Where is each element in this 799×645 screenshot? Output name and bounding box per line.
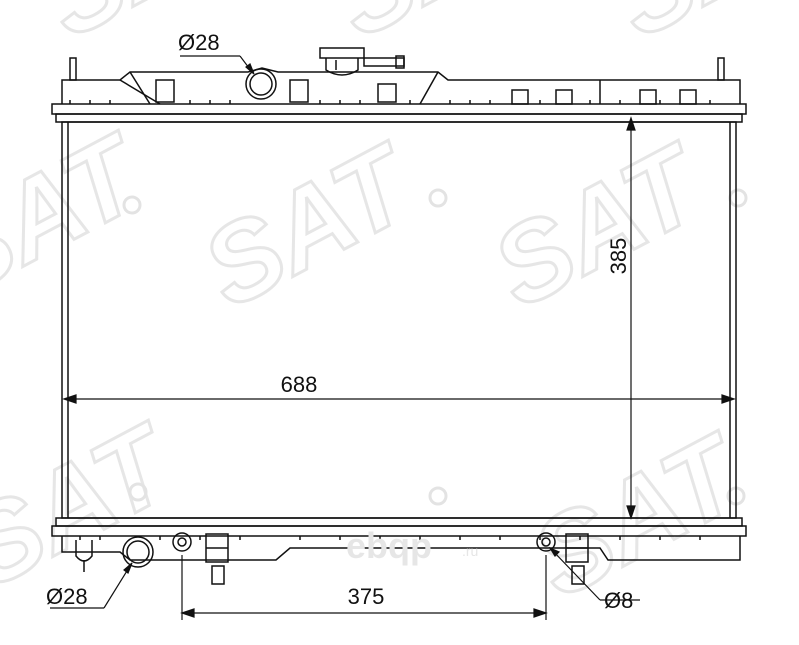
radiator-cap [319, 47, 405, 76]
brand-watermark-suffix: .ru [462, 543, 478, 559]
watermark-logo: SAT [0, 398, 197, 613]
bottom-tank [51, 517, 747, 585]
pipe-spacing-label: 375 [348, 584, 385, 609]
registered-mark-icon [122, 195, 142, 215]
dimension-lines [50, 55, 736, 620]
watermark-logo: SAT [512, 408, 767, 623]
top-inlet-pipe [245, 68, 277, 100]
watermark-logo: SAT [472, 118, 727, 333]
registered-mark-icon [428, 486, 448, 506]
watermark-logo: SAT [0, 108, 167, 323]
radiator [51, 47, 747, 585]
inlet-diameter-label: Ø28 [46, 584, 88, 609]
svg-text:SAT: SAT [474, 119, 726, 331]
width-label: 688 [281, 372, 318, 397]
registered-mark-icon [728, 188, 748, 208]
watermark-logo: SAT [22, 0, 277, 63]
cap-diameter-label: Ø28 [178, 30, 220, 55]
watermark-logo: SAT [592, 0, 799, 63]
watermark-logo: SAT [312, 0, 567, 63]
svg-text:SAT: SAT [24, 0, 276, 61]
svg-text:SAT: SAT [0, 399, 195, 611]
svg-text:SAT: SAT [514, 409, 766, 621]
height-label: 385 [606, 238, 631, 275]
registered-mark-icon [428, 188, 448, 208]
registered-mark-icon [128, 482, 148, 502]
svg-text:SAT: SAT [594, 0, 799, 61]
brand-watermark: ebqp [346, 525, 432, 566]
watermark-logo: SAT [182, 118, 437, 333]
bottom-outlet-pipe [122, 536, 154, 568]
svg-text:SAT: SAT [184, 119, 436, 331]
svg-text:SAT: SAT [314, 0, 566, 61]
fitting-diameter-label: Ø8 [604, 588, 633, 613]
top-tank [51, 57, 747, 123]
svg-text:SAT: SAT [0, 109, 165, 321]
